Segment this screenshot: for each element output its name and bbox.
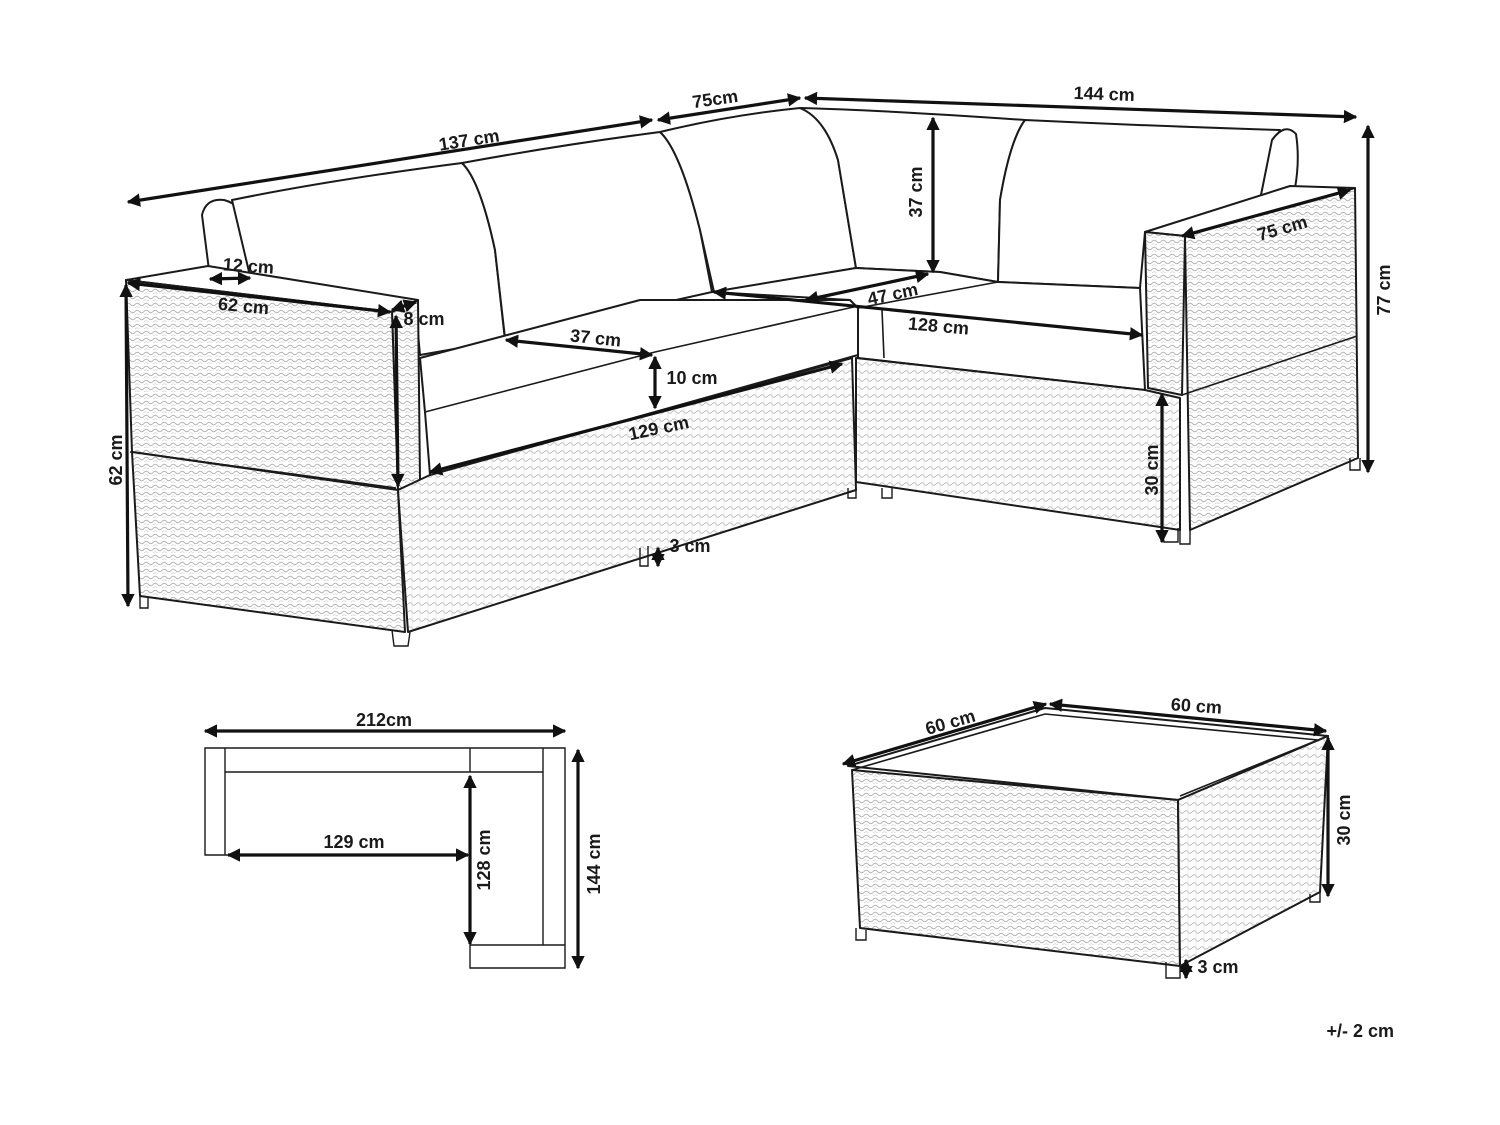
label-armrest-width: 8 cm: [403, 309, 444, 329]
label-backrest-height: 37 cm: [906, 166, 926, 217]
label-plan-inner-width: 129 cm: [323, 832, 384, 852]
right-armrest-inner: [1144, 231, 1186, 396]
label-back-length: 137 cm: [437, 125, 500, 154]
label-cushion-thickness: 10 cm: [666, 368, 717, 388]
right-base-front: [855, 357, 1181, 531]
label-armrest-length: 62 cm: [217, 294, 270, 318]
label-pillow-width: 12 cm: [222, 254, 274, 278]
right-armrest-pillow: [1259, 128, 1299, 201]
coffee-table: 60 cm 60 cm 30 cm 3 cm: [841, 694, 1354, 980]
label-table-width: 60 cm: [1170, 694, 1222, 718]
label-table-height: 30 cm: [1334, 794, 1354, 845]
sofa-dimension-lines: [119, 91, 1375, 608]
label-table-leg-height: 3 cm: [1197, 957, 1238, 977]
label-seat-height: 30 cm: [1142, 444, 1162, 495]
sofa-dimension-labels: 137 cm 75cm 144 cm 37 cm 77 cm 75 cm 12 …: [106, 83, 1394, 556]
label-plan-inner-depth: 128 cm: [474, 829, 494, 890]
table-front: [851, 769, 1181, 967]
label-left-height: 62 cm: [106, 434, 126, 485]
label-leg-height: 3 cm: [669, 536, 710, 556]
left-base-front: [131, 451, 406, 633]
label-side-length: 144 cm: [1073, 83, 1135, 105]
corner-sofa: [125, 107, 1361, 647]
plan-outline: [204, 747, 566, 969]
tolerance-note: +/- 2 cm: [1326, 1021, 1394, 1041]
label-plan-total-width: 212cm: [356, 710, 412, 730]
label-total-height: 77 cm: [1374, 264, 1394, 315]
label-plan-total-depth: 144 cm: [584, 833, 604, 894]
plan-view: 212cm 129 cm 128 cm 144 cm: [203, 710, 604, 970]
